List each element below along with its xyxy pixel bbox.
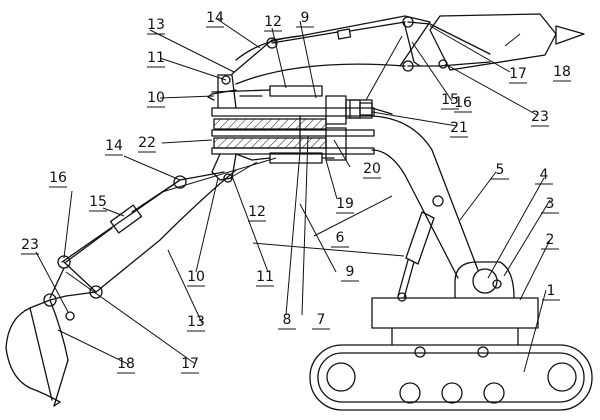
part-label-l11a: 11 [147, 50, 165, 66]
lower-boom [43, 169, 237, 307]
part-label-l23a: 23 [531, 109, 549, 125]
lift-cylinder [397, 195, 444, 302]
part-label-l18a: 18 [553, 64, 571, 80]
part-label-l20: 20 [363, 161, 381, 177]
part-label-l8: 8 [283, 312, 292, 328]
leader-lines [35, 18, 551, 373]
part-label-l1: 1 [547, 283, 556, 299]
carriage-body [371, 297, 539, 346]
part-label-l23b: 23 [21, 237, 39, 253]
breaker-hammer [429, 13, 585, 71]
rotary-shaft [211, 95, 393, 161]
part-label-l15a: 15 [441, 92, 459, 108]
turntable-pivot [454, 261, 515, 299]
upper-cylinder [211, 85, 373, 119]
part-label-l17a: 17 [509, 66, 527, 82]
part-label-l7: 7 [317, 312, 326, 328]
lower-arm-support [211, 152, 335, 183]
crawler-track [309, 344, 593, 411]
part-label-l18b: 18 [117, 356, 135, 372]
part-label-l15b: 15 [89, 194, 107, 210]
part-label-l12b: 12 [248, 204, 266, 220]
part-label-l9a: 9 [301, 10, 310, 26]
part-label-l22: 22 [138, 135, 156, 151]
part-label-l11b: 11 [256, 269, 274, 285]
part-label-l13b: 13 [187, 314, 205, 330]
part-label-l12a: 12 [264, 14, 282, 30]
part-label-l19: 19 [336, 196, 354, 212]
part-label-l2: 2 [546, 232, 555, 248]
part-label-l10b: 10 [187, 269, 205, 285]
part-label-l14b: 14 [105, 138, 123, 154]
part-label-l16a: 16 [454, 95, 472, 111]
part-label-l9b: 9 [346, 264, 355, 280]
bucket [5, 291, 97, 407]
part-label-l16b: 16 [49, 170, 67, 186]
part-label-l14a: 14 [206, 10, 224, 26]
part-label-l5: 5 [496, 162, 505, 178]
part-label-l4: 4 [540, 167, 549, 183]
main-boom [371, 115, 479, 279]
part-label-l3: 3 [546, 196, 555, 212]
upper-arm-support [207, 35, 301, 109]
part-label-l10a: 10 [147, 90, 165, 106]
part-label-l17b: 17 [181, 356, 199, 372]
part-label-l21: 21 [450, 120, 468, 136]
part-labels: 1234567899101011111212131314141515161617… [21, 10, 571, 374]
part-label-l6: 6 [336, 230, 345, 246]
part-label-l13a: 13 [147, 17, 165, 33]
